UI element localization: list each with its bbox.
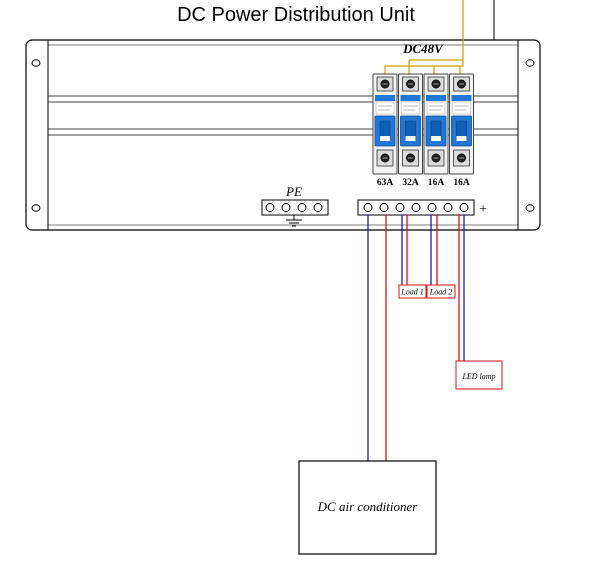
breaker-array <box>372 73 474 175</box>
breaker-ratings: 63A 32A 16A 16A <box>377 178 470 188</box>
pe-screw <box>281 203 291 212</box>
output-terminal-screw <box>411 203 421 212</box>
positive-terminal-label: + <box>478 202 487 217</box>
output-terminal-screw <box>363 203 373 212</box>
mount-hole <box>525 204 535 212</box>
output-terminal-screw <box>395 203 405 212</box>
ground-icon <box>286 215 302 227</box>
pe-screw <box>297 203 307 212</box>
bus-voltage-label: DC48V <box>402 41 444 56</box>
output-terminal-screw <box>427 203 437 212</box>
circuit-breaker-1 <box>372 73 398 175</box>
circuit-breaker-4 <box>449 73 474 175</box>
output-terminal-screw <box>459 203 469 212</box>
svg-text:Load 1: Load 1 <box>400 288 423 297</box>
breaker-rating-1: 63A <box>377 178 394 188</box>
load-1-box: Load 1 <box>398 284 427 299</box>
svg-text:DC air conditioner: DC air conditioner <box>317 499 419 514</box>
breaker-rating-4: 16A <box>453 178 470 188</box>
load-2-box: Load 2 <box>426 284 456 299</box>
breaker-rating-2: 32A <box>402 178 419 188</box>
svg-text:LED lamp: LED lamp <box>461 372 495 381</box>
pe-label: PE <box>285 184 302 199</box>
mount-hole <box>31 204 41 212</box>
pe-screw <box>265 203 275 212</box>
dc-air-conditioner-box: DC air conditioner <box>298 460 437 555</box>
circuit-breaker-2 <box>398 73 423 175</box>
output-terminal-screw <box>443 203 453 212</box>
diagram-title: DC Power Distribution Unit <box>177 4 415 26</box>
pe-screw <box>313 203 323 212</box>
led-lamp-box: LED lamp <box>455 360 503 390</box>
svg-text:Load 2: Load 2 <box>429 288 452 297</box>
circuit-breaker-3 <box>423 73 449 175</box>
pe-terminal-block: PE <box>261 184 329 227</box>
breaker-rating-3: 16A <box>428 178 445 188</box>
output-wiring <box>367 215 465 461</box>
mount-hole <box>31 59 41 67</box>
output-terminal-block: + <box>357 199 488 217</box>
output-terminal-screw <box>379 203 389 212</box>
mount-hole <box>525 59 535 67</box>
